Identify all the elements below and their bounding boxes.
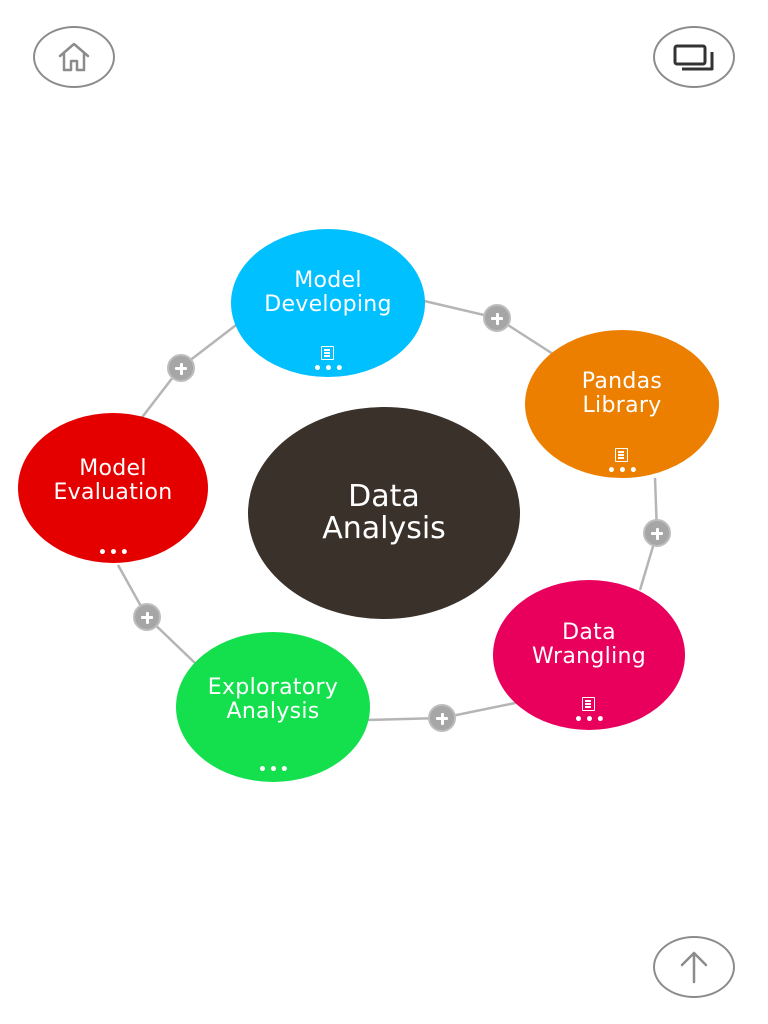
more-options-icon[interactable]: ••• [98, 545, 131, 561]
node-model-evaluation[interactable]: Model Evaluation ••• [18, 413, 208, 563]
more-options-icon[interactable]: ••• [574, 712, 607, 728]
node-label-line1: Data [562, 620, 616, 645]
node-label-line1: Model [79, 456, 147, 481]
notes-icon[interactable] [582, 697, 595, 711]
node-label-line2: Library [582, 393, 662, 418]
node-data-wrangling[interactable]: Data Wrangling ••• [493, 580, 685, 730]
node-label-line1: Pandas [581, 369, 663, 394]
more-options-icon[interactable]: ••• [607, 463, 640, 479]
add-node-button[interactable] [428, 704, 456, 732]
center-topic-node[interactable]: Data Analysis [248, 407, 520, 619]
node-label-line2: Analysis [226, 699, 320, 724]
home-icon [58, 42, 90, 72]
node-label-line2: Wrangling [531, 644, 647, 669]
more-options-icon[interactable]: ••• [258, 762, 291, 778]
add-node-button[interactable] [643, 519, 671, 547]
home-button[interactable] [33, 26, 115, 88]
scroll-top-button[interactable] [653, 936, 735, 998]
node-label-line2: Developing [264, 292, 392, 317]
more-options-icon[interactable]: ••• [313, 361, 346, 377]
arrow-up-icon [680, 951, 708, 984]
windows-icon [673, 44, 714, 71]
center-topic-line1: Data [348, 479, 420, 514]
node-exploratory-analysis[interactable]: Exploratory Analysis ••• [176, 632, 370, 782]
node-pandas-library[interactable]: Pandas Library ••• [525, 330, 719, 478]
node-model-developing[interactable]: Model Developing ••• [231, 229, 425, 377]
node-label-line2: Evaluation [53, 480, 173, 505]
add-node-button[interactable] [483, 304, 511, 332]
node-label-line1: Exploratory [207, 675, 339, 700]
add-node-button[interactable] [133, 603, 161, 631]
center-topic-line2: Analysis [322, 511, 446, 546]
notes-icon[interactable] [321, 346, 334, 360]
windows-button[interactable] [653, 26, 735, 88]
node-label-line1: Model [294, 268, 362, 293]
add-node-button[interactable] [167, 354, 195, 382]
notes-icon[interactable] [615, 448, 628, 462]
